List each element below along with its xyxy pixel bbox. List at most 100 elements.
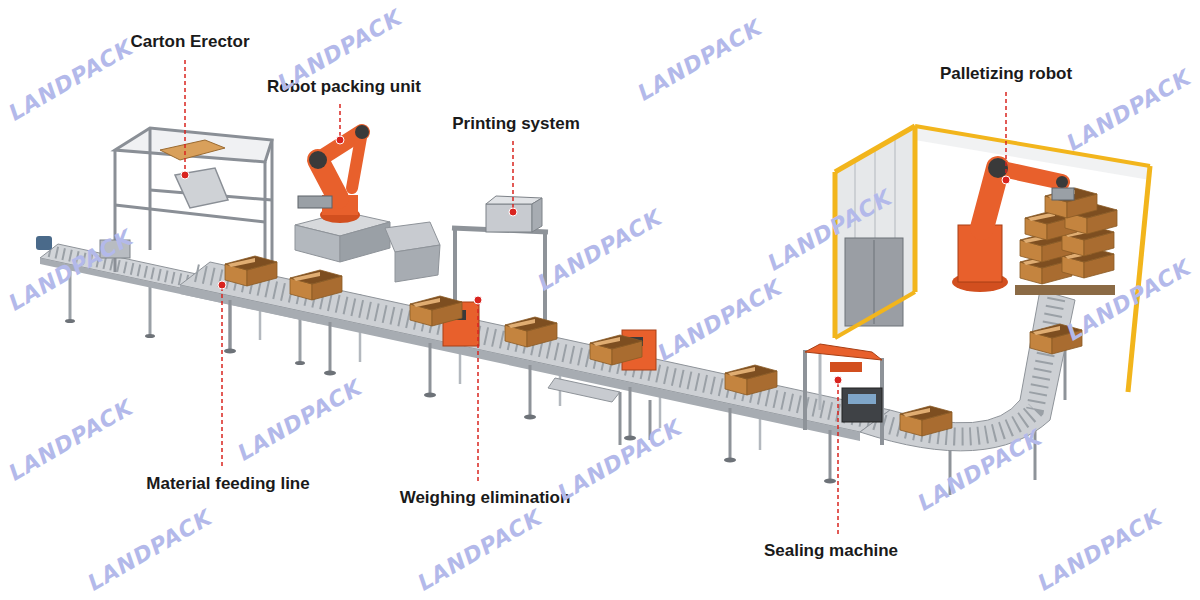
watermark: LANDPACK [1063,64,1196,155]
palletizer-cell [913,126,918,292]
leg-foot [224,349,236,354]
palletizer-cell [835,292,915,338]
watermark: LANDPACK [1033,505,1166,596]
palletizer-cell [845,238,903,326]
weighing-reject [619,392,622,445]
leader-line [339,104,341,140]
callout-label: Material feeding line [146,474,309,494]
packing-robot [352,132,362,188]
conveyor-legs [429,343,432,394]
palletizing-robot [1056,176,1068,188]
packing-robot [309,151,327,169]
watermark: LANDPACK [4,34,137,125]
carton-erector [175,168,228,208]
watermark: LANDPACK [83,505,216,596]
palletizer-cell [835,126,1150,392]
callout-label: Palletizing robot [940,64,1072,84]
conveyor-legs [229,300,232,350]
leader-dot [834,376,842,384]
watermark: LANDPACK [553,414,686,505]
feeding-conveyor [65,319,75,323]
sealing-machine [830,362,862,372]
sealing-machine [842,388,882,422]
carton-on-line [505,317,557,347]
watermark: LANDPACK [653,274,786,365]
printing-system [532,198,542,232]
printing-system [486,204,532,232]
main-conveyor [180,262,890,432]
watermark: LANDPACK [4,224,137,315]
sealing-machine [848,394,876,404]
leader-dot [181,171,189,179]
sealing-machine [803,350,807,430]
printing-system [453,228,457,305]
watermark: LANDPACK [913,424,1046,515]
packing-robot [298,196,332,208]
palletizing-robot [952,158,1074,292]
leader-line [1005,92,1007,180]
leader-dot [336,136,344,144]
leader-line [512,141,514,212]
leg-foot [724,458,736,463]
carton-erector [160,140,225,160]
callout-label: Carton Erector [130,32,249,52]
conveyor-legs [529,365,532,416]
pallet-stack [1045,188,1097,218]
leg-foot [424,393,436,398]
leader-dot [1002,176,1010,184]
leader-line [185,60,1006,534]
callout-label: Printing system [452,114,580,134]
leader-line [837,380,839,534]
leg-foot [524,415,536,420]
callout-label: Sealing machine [764,541,898,561]
packing-robot [295,125,440,282]
leg-foot [824,479,836,484]
carton-erector [115,128,272,162]
watermark: LANDPACK [633,14,766,105]
carton-on-line [725,365,777,395]
leader-dot [474,296,482,304]
conveyor-legs [230,300,830,480]
watermark: LANDPACK [4,394,137,485]
feeding-conveyor [36,236,52,250]
feeding-conveyor [149,281,152,335]
sealing-machine [805,344,882,445]
palletizer-cell [833,172,838,338]
packing-robot [355,125,369,139]
callout-label: Weighing elimination [400,488,571,508]
packing-robot [295,225,340,262]
leg-foot [324,371,336,376]
feeding-conveyor [145,334,155,338]
packing-robot [395,245,440,282]
sealing-machine [805,344,882,360]
carton-on-line [900,406,952,436]
carton-on-line [225,256,1082,436]
pallet-stack [1015,188,1117,295]
leader-dot [509,208,517,216]
leg-foot [224,349,836,484]
carton-on-line [410,296,462,326]
palletizer-cell [835,126,915,172]
watermark: LANDPACK [533,204,666,295]
leader-line [477,300,479,481]
conveyor-legs [829,430,832,480]
watermark: LANDPACK [1063,254,1196,345]
conveyor-legs [629,387,632,437]
watermark: LANDPACK [413,505,546,596]
palletizing-robot [1052,188,1074,200]
leader-dot [181,136,1010,384]
feeding-conveyor [229,298,232,350]
conveyor-legs [729,408,732,459]
sealing-machine [819,345,822,410]
watermark: LANDPACK [233,374,366,465]
carton-on-line [290,270,342,300]
packing-robot [340,222,390,262]
watermark: LANDPACK [763,184,896,275]
feeding-conveyor [225,349,235,353]
pallet-stack [1015,285,1115,295]
feeding-conveyor [295,361,305,365]
carton-on-line [590,335,642,365]
palletizing-robot [988,158,1008,178]
